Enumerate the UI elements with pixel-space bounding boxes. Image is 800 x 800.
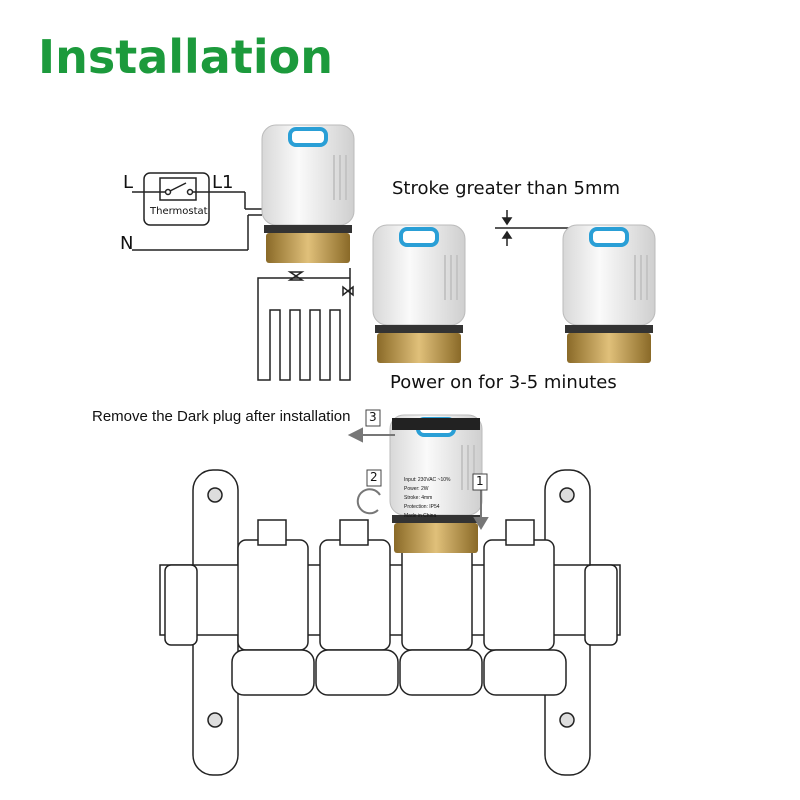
- thermostat-label: Thermostat: [150, 206, 208, 217]
- remove-plug-note: Remove the Dark plug after installation: [92, 408, 351, 425]
- actuator-closed: [371, 223, 467, 365]
- wire-l-label: L: [123, 172, 134, 193]
- stroke-note: Stroke greater than 5mm: [392, 178, 621, 199]
- step-arrows: [347, 427, 489, 530]
- spec-input: Input: 230VAC ~10%: [404, 477, 451, 483]
- actuator-top: [260, 123, 356, 265]
- step-2-label: 2: [370, 470, 378, 484]
- spec-stroke: Stroke: 4mm: [404, 495, 433, 501]
- spec-origin: Made in China: [404, 513, 437, 519]
- power-note: Power on for 3-5 minutes: [390, 372, 617, 393]
- wire-n-label: N: [120, 233, 134, 254]
- step-boxes: [365, 409, 488, 491]
- step-3-label: 3: [369, 410, 377, 424]
- spec-protection: Protection: IP54: [404, 504, 440, 510]
- wiring-schematic: [132, 172, 580, 381]
- wire-l1-label: L1: [212, 172, 234, 193]
- page-title: Installation: [38, 30, 333, 84]
- manifold: [159, 469, 621, 776]
- spec-power: Power: 2W: [404, 486, 429, 492]
- step-1-label: 1: [476, 474, 484, 488]
- dark-plug: [392, 418, 480, 430]
- actuator-spec-label: Input: 230VAC ~10% Power: 2W Stroke: 4mm…: [404, 476, 450, 521]
- actuator-open: [561, 223, 657, 365]
